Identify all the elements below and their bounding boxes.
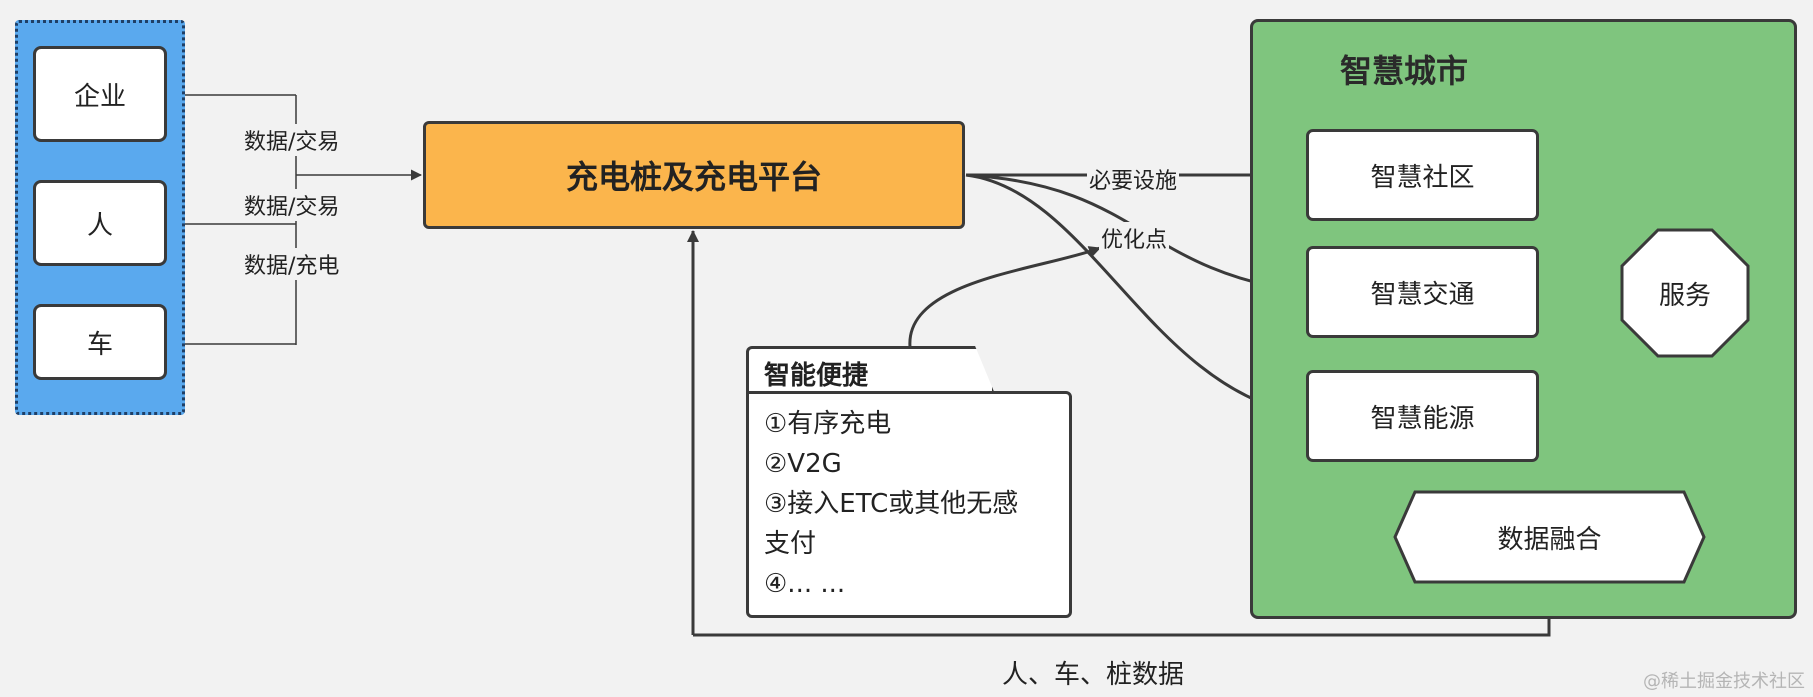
edge-label-enterprise: 数据/交易	[242, 124, 342, 156]
edge-label-person: 数据/交易	[242, 189, 342, 221]
data-fusion-node: 数据融合	[1393, 490, 1706, 584]
edge-label-essential: 必要设施	[1087, 163, 1180, 195]
note-line: ④... ...	[764, 569, 846, 599]
note-tab: 智能便捷	[746, 346, 995, 394]
hexagon-shape	[1393, 490, 1706, 584]
note-line: ③接入ETC或其他无感	[764, 489, 1019, 519]
subsystem-community: 智慧社区	[1306, 129, 1539, 221]
octagon-shape	[1620, 228, 1750, 358]
actor-person: 人	[33, 180, 167, 266]
note-line: 支付	[764, 529, 817, 559]
service-label: 服务	[1658, 280, 1711, 311]
actor-vehicle: 车	[33, 304, 167, 380]
note-line: ②V2G	[764, 449, 842, 479]
subsystem-energy: 智慧能源	[1306, 370, 1539, 462]
charging-platform: 充电桩及充电平台	[423, 121, 965, 229]
edge-energy	[965, 173, 1306, 420]
data-fusion-label: 数据融合	[1497, 524, 1602, 555]
service-node: 服务	[1620, 228, 1750, 358]
smart-city-title: 智慧城市	[1340, 52, 1469, 90]
subsystem-transport: 智慧交通	[1306, 246, 1539, 338]
note-body: ①有序充电 ②V2G ③接入ETC或其他无感 支付 ④... ...	[746, 391, 1072, 618]
edge-label-optimization: 优化点	[1099, 222, 1170, 254]
edge-label-vehicle: 数据/充电	[242, 248, 342, 280]
note-line: ①有序充电	[764, 409, 892, 439]
watermark: @稀土掘金技术社区	[1643, 671, 1805, 692]
edge-note-to-optimization	[908, 246, 1101, 348]
actor-enterprise: 企业	[33, 46, 167, 142]
edge-label-bottom: 人、车、桩数据	[1002, 660, 1185, 690]
